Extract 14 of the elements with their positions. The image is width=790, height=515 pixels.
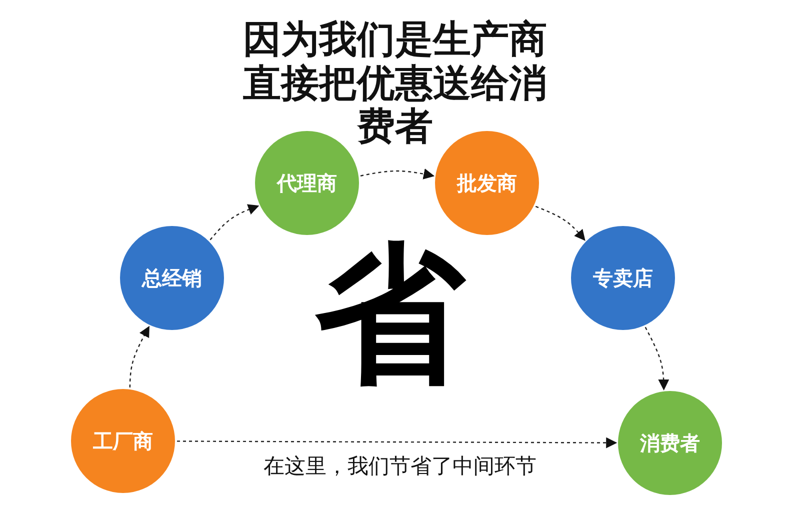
node-label: 批发商 — [457, 170, 517, 196]
node-label: 消费者 — [640, 430, 700, 456]
title: 因为我们是生产商直接把优惠送给消费者 — [242, 18, 548, 150]
node-label: 总经销 — [142, 264, 202, 292]
big-character: 省 — [315, 240, 465, 390]
dashed-arrow — [177, 437, 618, 448]
dashed-arrow — [644, 326, 670, 390]
dashed-arrow — [210, 204, 260, 240]
node-label: 工厂商 — [93, 428, 153, 454]
node-label: 专卖店 — [593, 264, 653, 292]
node-label: 代理商 — [277, 170, 337, 196]
dashed-arrow — [535, 206, 586, 241]
dashed-arrow — [360, 168, 435, 180]
dashed-arrow — [129, 326, 150, 388]
